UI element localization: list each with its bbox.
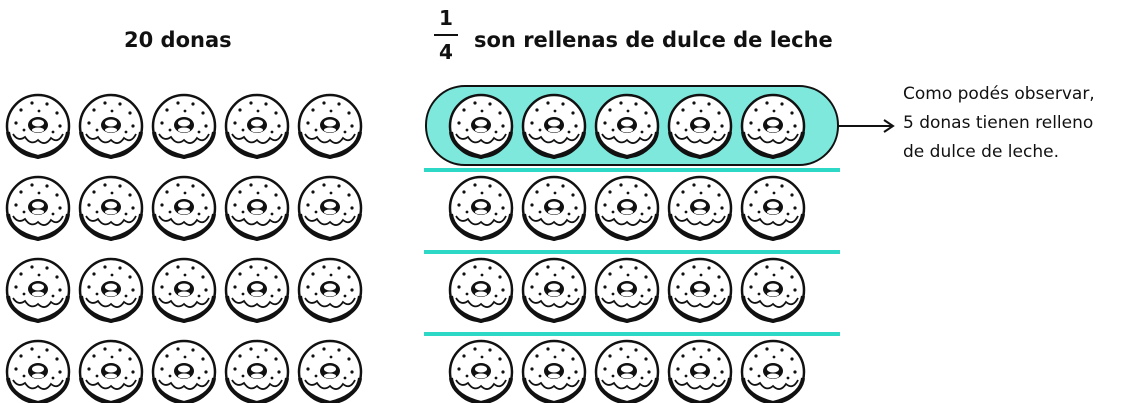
donut-icon	[740, 93, 806, 159]
explanation-note: Como podés observar, 5 donas tienen rell…	[903, 80, 1133, 167]
donut-icon	[667, 93, 733, 159]
fraction: 1 4	[432, 6, 460, 64]
donut-icon	[740, 339, 806, 403]
donut-icon	[297, 257, 363, 323]
donut-icon	[224, 257, 290, 323]
note-line-2: 5 donas tienen relleno	[903, 113, 1094, 133]
donut-icon	[521, 257, 587, 323]
donut-icon	[521, 339, 587, 403]
donut-icon	[297, 93, 363, 159]
donut-icon	[78, 339, 144, 403]
donut-icon	[151, 257, 217, 323]
left-title: 20 donas	[124, 28, 232, 52]
right-title: son rellenas de dulce de leche	[474, 28, 833, 52]
donut-icon	[78, 257, 144, 323]
note-line-1: Como podés observar,	[903, 84, 1095, 104]
donut-icon	[740, 257, 806, 323]
donut-icon	[667, 339, 733, 403]
donut-icon	[667, 257, 733, 323]
donut-icon	[594, 339, 660, 403]
donut-icon	[667, 175, 733, 241]
donut-icon	[151, 93, 217, 159]
fraction-bar	[434, 34, 458, 36]
left-donut-grid	[5, 93, 363, 403]
donut-icon	[740, 175, 806, 241]
fraction-numerator: 1	[439, 6, 453, 30]
donut-icon	[448, 175, 514, 241]
donut-icon	[151, 339, 217, 403]
donut-icon	[224, 175, 290, 241]
donut-icon	[297, 175, 363, 241]
donut-icon	[521, 93, 587, 159]
donut-icon	[448, 257, 514, 323]
right-donut-groups	[424, 85, 840, 403]
donut-icon	[78, 93, 144, 159]
donut-icon	[5, 93, 71, 159]
donut-icon	[297, 339, 363, 403]
note-line-3: de dulce de leche.	[903, 142, 1059, 162]
donut-icon	[448, 339, 514, 403]
donut-icon	[224, 339, 290, 403]
donut-icon	[224, 93, 290, 159]
donut-icon	[5, 339, 71, 403]
fraction-denominator: 4	[439, 40, 453, 64]
donut-icon	[151, 175, 217, 241]
arrow-to-note	[838, 119, 895, 133]
donut-icon	[521, 175, 587, 241]
donut-icon	[5, 257, 71, 323]
donut-icon	[78, 175, 144, 241]
donut-icon	[594, 257, 660, 323]
donut-icon	[594, 93, 660, 159]
donut-icon	[448, 93, 514, 159]
donut-icon	[5, 175, 71, 241]
donut-icon	[594, 175, 660, 241]
